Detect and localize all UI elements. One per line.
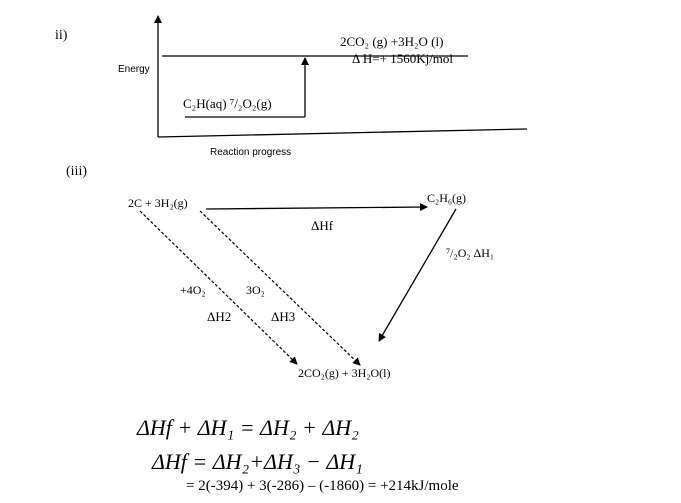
equation-line-2: ΔHf = ΔH₂+ΔH₃ − ΔH₁ [152, 449, 363, 474]
ethane-label: C₂H₆(g) [427, 191, 467, 205]
delta-h3-label: ΔH3 [271, 309, 296, 324]
reaction-x-axis [157, 128, 528, 138]
elements-reactants: 2C + 3H₂(g) [128, 196, 188, 210]
energy-axis-label: Energy [118, 64, 150, 75]
delta-h2-label: ΔH2 [207, 309, 232, 324]
delta-h-value: Δ H=+ 1560Kj/mol [352, 51, 454, 66]
arrow-delta-h3 [199, 210, 361, 366]
equation-line-1: ΔHf + ΔH₁ = ΔH₂ + ΔH₂ [137, 415, 359, 440]
3o2-label: 3O₂ [246, 283, 265, 297]
product-species-label: 2CO₂ (g) +3H₂O (l) [340, 34, 444, 49]
part-iii-label: (iii) [66, 164, 87, 179]
reaction-progress-label: Reaction progress [210, 147, 292, 158]
reactant-species-label: C₂H(aq) ⁷/₂O₂(g) [183, 96, 272, 111]
equation-line-3: = 2(-394) + 3(-286) – (-1860) = +214kJ/m… [186, 478, 459, 494]
arrow-delta-h2 [139, 210, 298, 365]
plus-4o2-label: +4O₂ [180, 283, 206, 297]
arrow-delta-hf [205, 203, 428, 212]
part-ii-label: ii) [55, 28, 68, 43]
combustion-products-label: 2CO₂(g) + 3H₂O(l) [298, 366, 391, 380]
delta-hf-label: ΔHf [311, 218, 334, 233]
oxygen-delta-h1-label: ⁷/₂O₂ ΔH₁ [446, 246, 495, 260]
arrow-delta-h1 [378, 208, 457, 342]
